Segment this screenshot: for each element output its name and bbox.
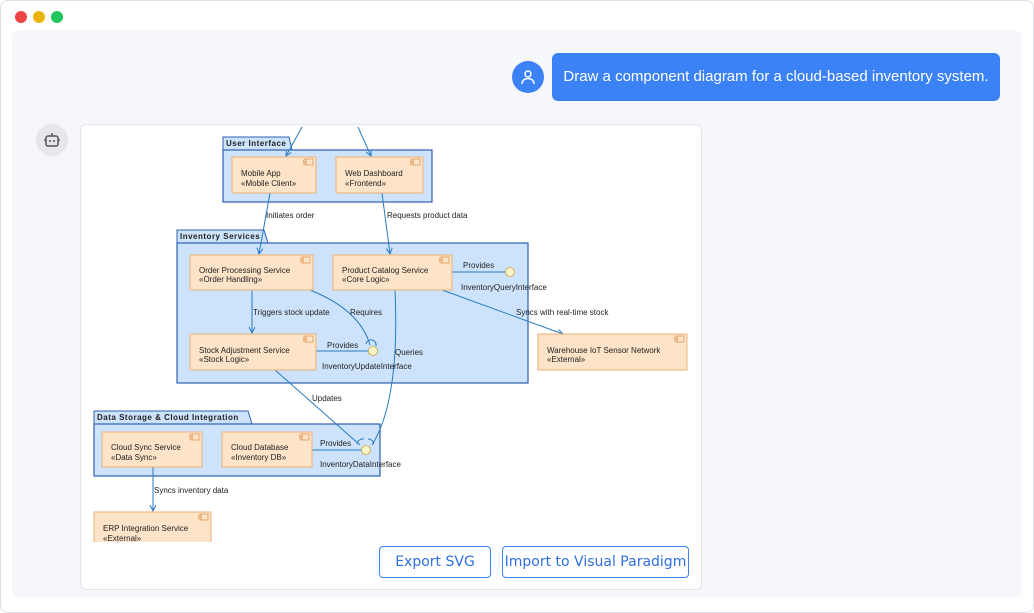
edge-updates	[274, 369, 361, 446]
component-cloud-database[interactable]	[221, 431, 313, 468]
component-cloud-sync[interactable]	[101, 431, 203, 468]
robot-icon	[44, 133, 60, 147]
component-mobile-app[interactable]	[231, 156, 317, 194]
edge-label: Requests product data	[387, 211, 468, 220]
edge-label: Initiates order	[266, 211, 315, 220]
edge-label: Provides	[320, 439, 351, 448]
edge-label: Provides	[327, 341, 358, 350]
component-name: Cloud Sync Service	[111, 443, 181, 452]
package-label: Data Storage & Cloud Integration	[97, 413, 239, 422]
component-order-processing[interactable]	[189, 254, 314, 291]
component-name: Product Catalog Service	[342, 266, 429, 275]
edge-label: Provides	[463, 261, 494, 270]
edge-label: Syncs inventory data	[154, 486, 229, 495]
interface-label: InventoryDataInterface	[320, 460, 401, 469]
component-stereotype: «Data Sync»	[111, 453, 157, 462]
user-icon	[521, 70, 535, 85]
minimize-window-button[interactable]	[33, 11, 45, 23]
component-name: Warehouse IoT Sensor Network	[547, 346, 661, 355]
component-name: Cloud Database	[231, 443, 289, 452]
edge-requires	[309, 289, 371, 346]
edge-queries	[371, 289, 397, 446]
required-socket	[365, 339, 377, 347]
bot-avatar	[36, 124, 68, 156]
interface-update	[368, 346, 378, 356]
component-stock-adjustment[interactable]	[189, 333, 317, 371]
package-label: User Interface	[226, 139, 286, 148]
component-product-catalog[interactable]	[332, 254, 453, 291]
component-name: Web Dashboard	[345, 169, 403, 178]
component-diagram: User Interface Inventory Services Data S…	[93, 126, 688, 542]
component-stereotype: «Stock Logic»	[199, 355, 250, 364]
component-name: Order Processing Service	[199, 266, 291, 275]
close-window-button[interactable]	[15, 11, 27, 23]
edges	[153, 126, 563, 511]
component-name: ERP Integration Service	[103, 524, 189, 533]
interface-label: InventoryUpdateInterface	[322, 362, 412, 371]
edge-label: Syncs with real-time stock	[516, 308, 609, 317]
package-label: Inventory Services	[180, 232, 260, 241]
edge-label: Queries	[395, 348, 423, 357]
component-stereotype: «External»	[547, 355, 586, 364]
component-name: Mobile App	[241, 169, 281, 178]
component-stereotype: «Inventory DB»	[231, 453, 287, 462]
import-visual-paradigm-button[interactable]: Import to Visual Paradigm	[502, 546, 689, 578]
edge-incoming-web	[357, 126, 371, 156]
maximize-window-button[interactable]	[51, 11, 63, 23]
component-name: Stock Adjustment Service	[199, 346, 290, 355]
export-svg-button[interactable]: Export SVG	[379, 546, 491, 578]
edge-initiates-order	[259, 192, 271, 254]
component-stereotype: «Order Handling»	[199, 275, 263, 284]
component-stereotype: «Mobile Client»	[241, 179, 297, 188]
edge-syncs-realtime	[441, 289, 563, 334]
interface-data	[361, 445, 371, 455]
user-message: Draw a component diagram for a cloud-bas…	[552, 53, 1000, 101]
component-stereotype: «Frontend»	[345, 179, 386, 188]
component-stereotype: «External»	[103, 534, 142, 542]
interface-query	[505, 267, 515, 277]
edge-label: Triggers stock update	[253, 308, 330, 317]
edge-incoming-mobile	[286, 126, 303, 156]
user-avatar	[512, 61, 544, 93]
component-web-dashboard[interactable]	[335, 156, 424, 194]
component-erp-integration[interactable]	[93, 511, 212, 542]
edge-requests-product	[381, 192, 390, 254]
component-stereotype: «Core Logic»	[342, 275, 390, 284]
component-warehouse-iot[interactable]	[537, 333, 688, 371]
socket-right	[367, 438, 375, 445]
edge-label: Requires	[350, 308, 382, 317]
socket-left	[356, 438, 365, 445]
edge-label: Updates	[312, 394, 342, 403]
interface-label: InventoryQueryInterface	[461, 283, 547, 292]
